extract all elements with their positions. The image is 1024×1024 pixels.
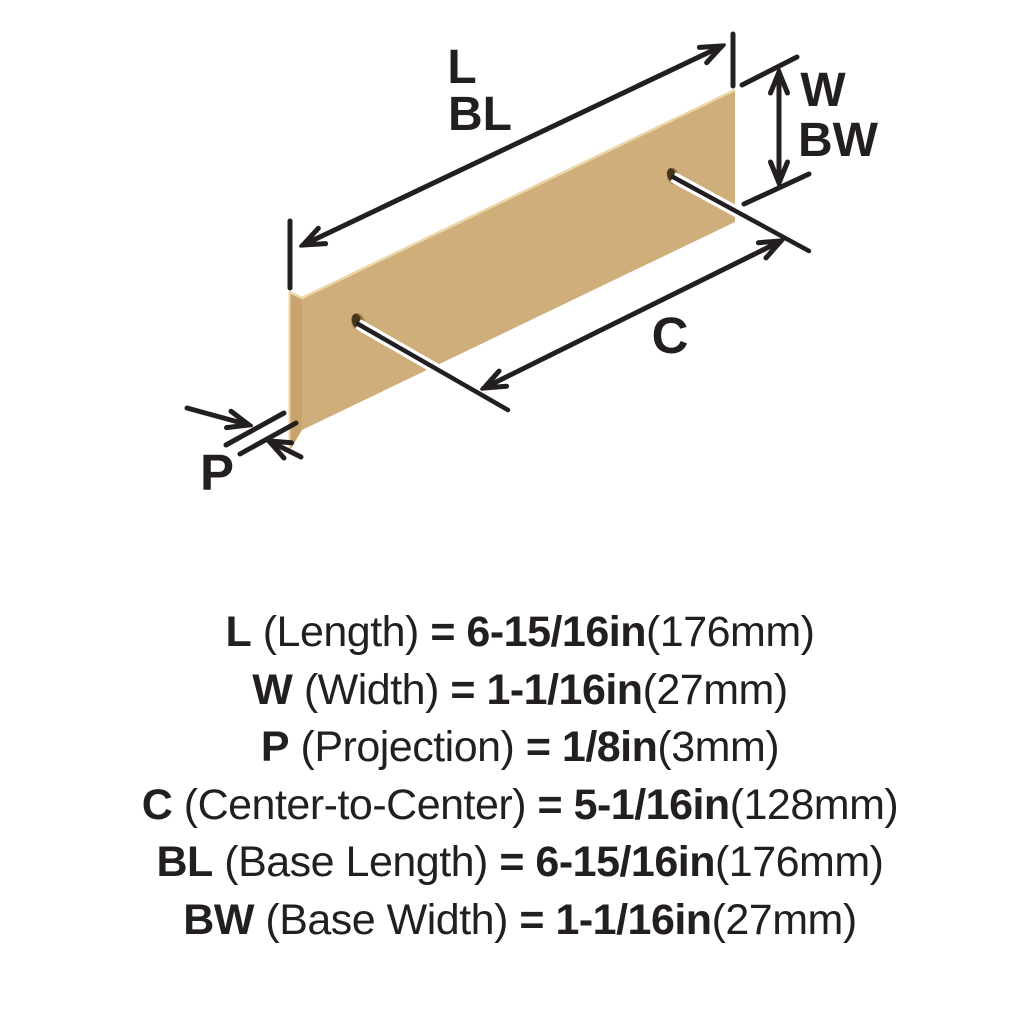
spec-symbol: W [252,665,293,714]
spec-name: (Base Length) [224,838,488,886]
dimension-diagram-area: L BL W BW C P [184,31,879,501]
dimension-p: P [184,405,304,501]
spec-symbol: P [260,723,290,771]
spec-name: (Center-to-Center) [183,780,527,829]
spec-row-base-length: BL (Base Length) = 6-15/16in(176mm) [0,834,1024,892]
w-bw-tick-bottom [741,171,812,207]
spec-equals: = [537,780,563,829]
spec-row-center-to-center: C (Center-to-Center) = 5-1/16in(128mm) [0,777,1024,835]
backplate-left-edge [289,292,302,452]
spec-equals: = [450,665,475,714]
spec-value-in: 6-15/16in [535,838,715,886]
spec-value-mm: (3mm) [657,723,780,771]
spec-value-mm: (128mm) [729,780,899,829]
spec-value-mm: (176mm) [714,838,884,886]
c-dimension-arrow [484,241,781,388]
label-l: L [447,41,476,94]
spec-value-in: 6-15/16in [466,608,646,656]
spec-value-mm: (27mm) [642,665,789,714]
spec-symbol: L [225,608,252,656]
dimension-diagram: L BL W BW C P [184,31,879,501]
spec-row-base-width: BW (Base Width) = 1-1/16in(27mm) [0,892,1024,950]
spec-equals: = [430,608,455,656]
spec-symbol: BL [156,838,213,886]
c-leader-left [355,321,511,413]
label-w: W [800,64,846,117]
label-bl: BL [448,88,512,141]
spec-equals: = [519,895,544,944]
dimension-specs: L (Length) = 6-15/16in(176mm) W (Width) … [0,604,1024,949]
dimension-c: C [484,241,781,388]
p-thickness-line-outer [223,410,287,448]
w-bw-tick-top [739,54,800,88]
spec-name: (Base Width) [265,895,508,944]
spec-name: (Projection) [300,723,515,771]
spec-row-width: W (Width) = 1-1/16in(27mm) [0,662,1024,720]
spec-name: (Length) [262,608,420,656]
spec-value-in: 1-1/16in [486,665,643,714]
spec-equals: = [499,838,524,886]
spec-symbol: C [141,780,173,829]
spec-row-projection: P (Projection) = 1/8in(3mm) [0,719,1024,777]
p-arrow-upper [184,405,249,425]
spec-value-mm: (176mm) [645,608,815,656]
p-arrow-lower [269,441,304,457]
spec-value-mm: (27mm) [711,895,858,944]
label-p: P [200,444,234,501]
spec-row-length: L (Length) = 6-15/16in(176mm) [0,604,1024,662]
dimension-l-bl: L BL [287,31,736,291]
spec-name: (Width) [303,665,440,714]
spec-symbol: BW [183,895,254,944]
p-thickness-line-inner [237,420,299,457]
spec-value-in: 1-1/16in [555,895,712,944]
spec-value-in: 1/8in [561,723,658,771]
dimension-w-bw: W BW [739,54,879,207]
l-bl-dimension-arrow [303,46,722,245]
spec-equals: = [525,723,551,771]
label-bw: BW [798,114,879,167]
spec-value-in: 5-1/16in [573,780,731,829]
label-c: C [652,307,689,364]
